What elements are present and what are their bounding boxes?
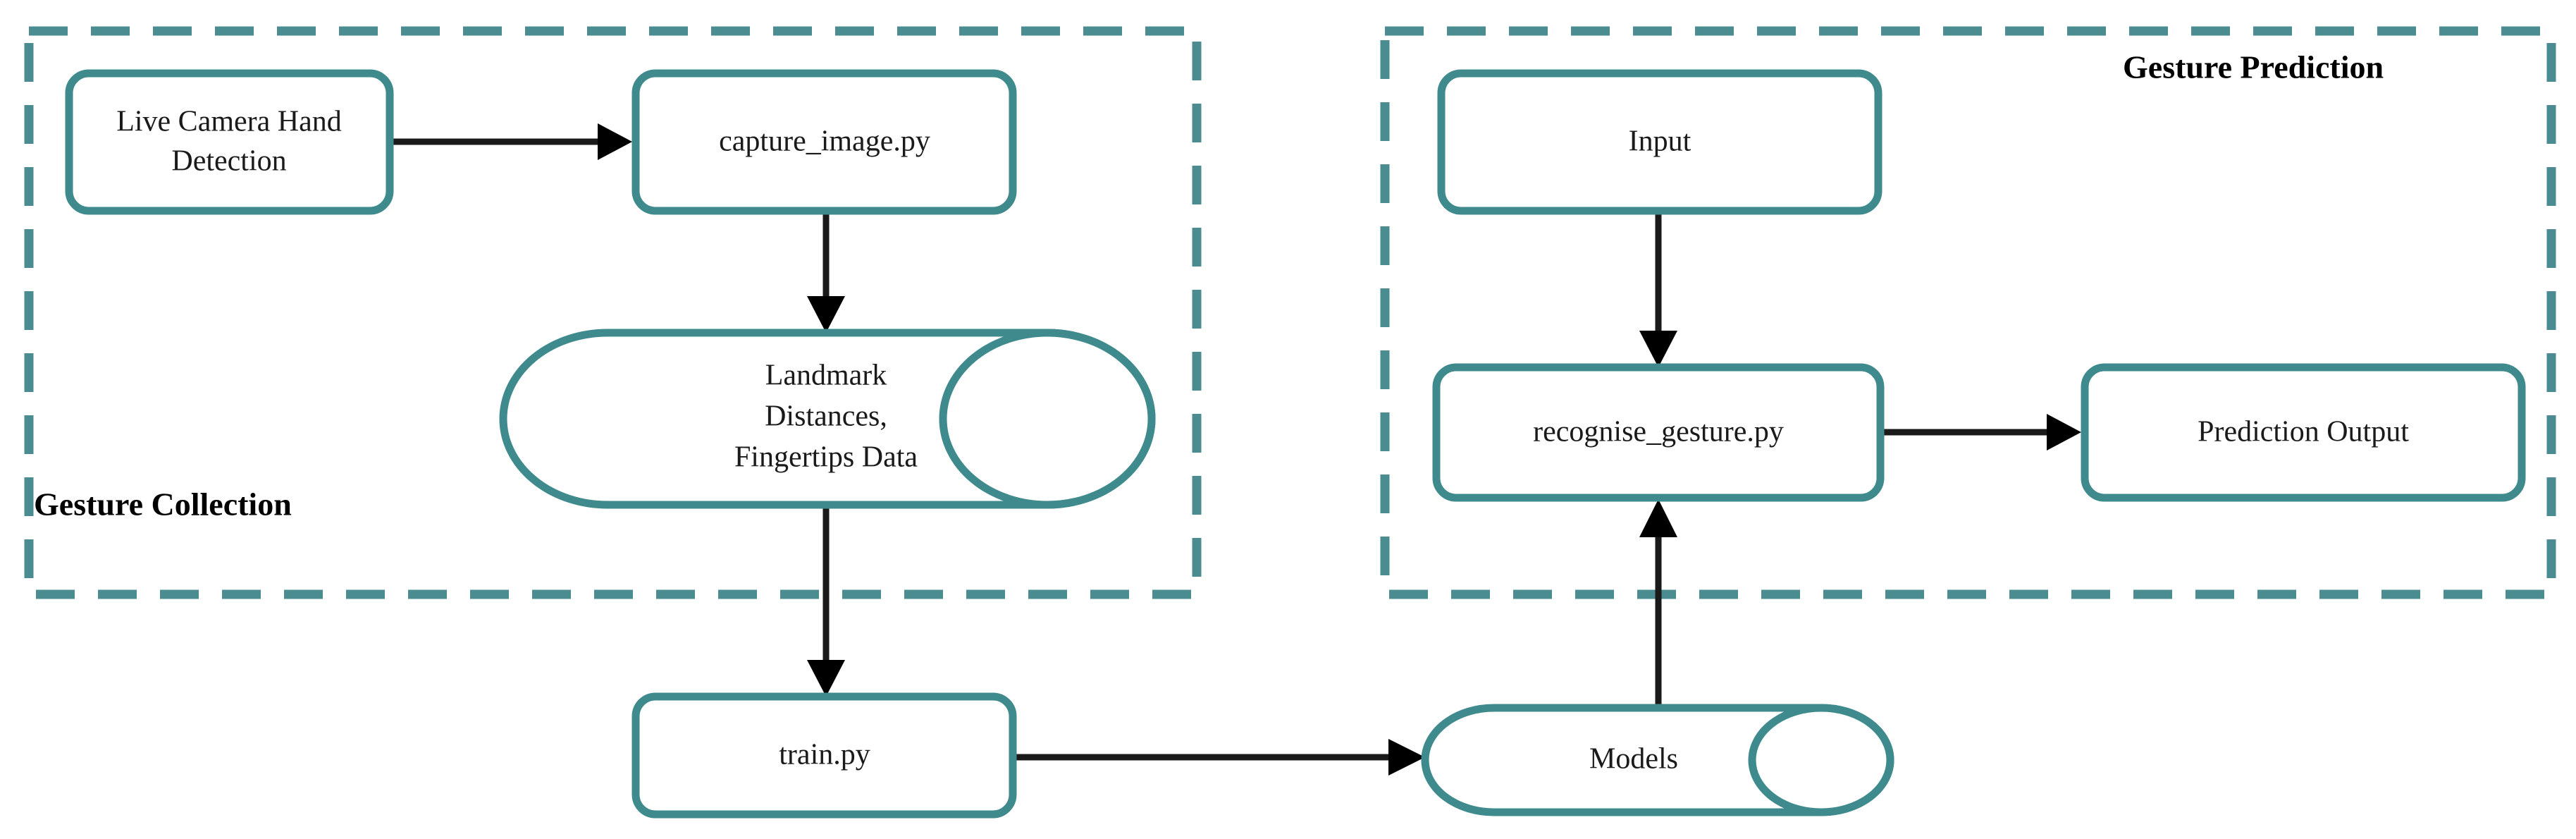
cylinder-end-cap [939, 329, 1156, 509]
edge-train-to-models [1016, 739, 1425, 776]
node-label-line-2: Distances, [765, 400, 887, 433]
node-input[interactable]: Input [1437, 69, 1882, 215]
node-label-line-1: Prediction Output [2198, 416, 2409, 448]
group-gesture-collection: Gesture Collection [24, 26, 1202, 599]
arrowhead-right [598, 123, 632, 160]
node-label-line-1: recognise_gesture.py [1533, 416, 1784, 448]
edge-capture-to-landmark [807, 214, 845, 333]
node-train-py[interactable]: train.py [631, 692, 1017, 819]
node-label-line-1: Landmark [765, 360, 887, 392]
edge-recognise-to-output [1884, 414, 2081, 451]
group-border-gesture-prediction [1380, 26, 2556, 599]
group-label-gesture-collection: Gesture Collection [34, 486, 292, 522]
group-border-gesture-collection [24, 26, 1202, 599]
node-box[interactable] [631, 69, 1017, 215]
node-box[interactable] [65, 69, 394, 215]
edge-input-to-recognise [1639, 214, 1677, 367]
node-prediction-output[interactable]: Prediction Output [2081, 363, 2526, 502]
edge-landmark-to-train [807, 498, 845, 697]
node-label-line-2: Detection [171, 145, 286, 178]
node-capture-image-py[interactable]: capture_image.py [631, 69, 1017, 215]
node-label-line-3: Fingertips Data [734, 441, 918, 474]
arrowhead-right [2047, 414, 2081, 451]
node-label-line-1: Models [1589, 743, 1678, 776]
node-recognise-gesture-py[interactable]: recognise_gesture.py [1432, 363, 1885, 502]
arrowhead-down [1639, 331, 1677, 367]
node-box[interactable] [631, 692, 1017, 819]
group-gesture-prediction: Gesture Prediction [1380, 26, 2556, 599]
edges-layer [393, 123, 2081, 776]
node-label-line-1: Live Camera Hand [116, 106, 342, 138]
node-box[interactable] [1437, 69, 1882, 215]
group-label-gesture-prediction: Gesture Prediction [2123, 49, 2384, 85]
edge-camera-to-capture [393, 123, 632, 160]
node-models-store[interactable]: Models [1421, 704, 1894, 816]
node-label-line-1: capture_image.py [719, 125, 930, 158]
arrowhead-down [807, 296, 845, 333]
node-landmark-data-store[interactable]: Landmark Distances, Fingertips Data [499, 329, 1156, 509]
node-live-camera-hand-detection[interactable]: Live Camera Hand Detection [65, 69, 394, 215]
arrowhead-down [807, 660, 845, 697]
node-box[interactable] [2081, 363, 2526, 502]
edge-models-to-recognise [1639, 499, 1677, 712]
node-box[interactable] [1432, 363, 1885, 502]
arrowhead-up [1639, 499, 1677, 537]
arrowhead-right [1388, 739, 1425, 776]
cylinder-end-cap [1748, 704, 1894, 816]
node-label-line-1: train.py [779, 739, 870, 771]
node-label-line-1: Input [1629, 125, 1691, 158]
